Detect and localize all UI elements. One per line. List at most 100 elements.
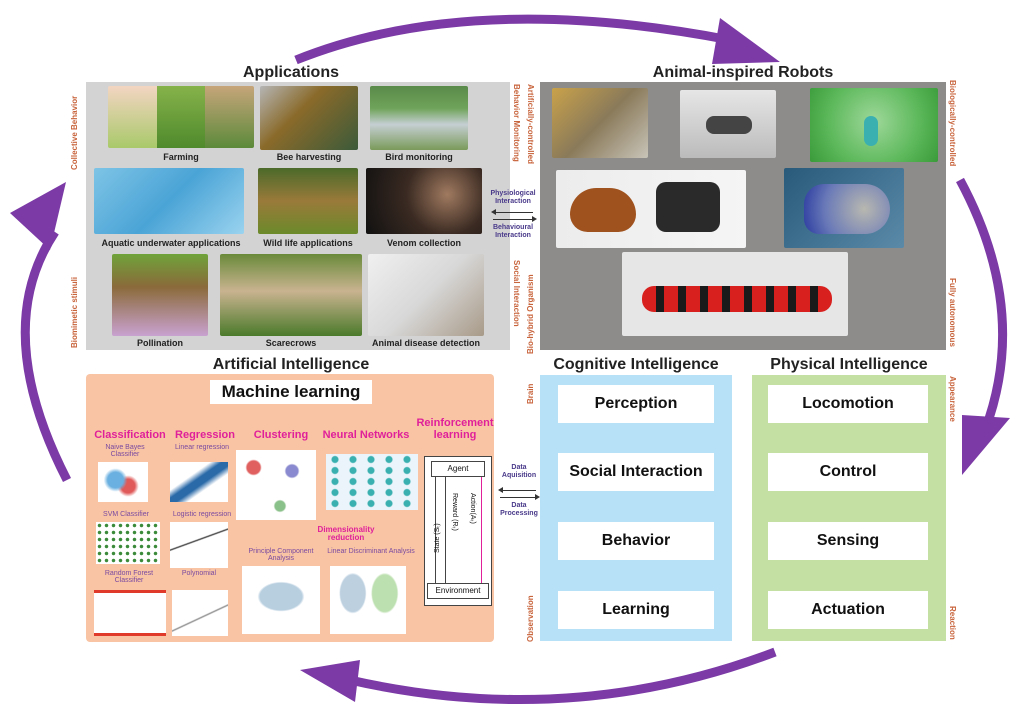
left-arrow-icon xyxy=(493,212,533,213)
polynomial-label: Polynomial xyxy=(181,570,217,577)
label-biomimetic-stimuli: Biomimetic stimuli xyxy=(70,276,79,348)
caption-bee-harvesting: Bee harvesting xyxy=(276,152,342,162)
random-forest-plot xyxy=(94,590,166,636)
arrow-bottom xyxy=(349,647,777,705)
right-arrowhead-icon xyxy=(532,216,537,222)
label-observation: Observation xyxy=(526,595,535,642)
regression-heading: Regression xyxy=(175,429,235,441)
neural-network-plot xyxy=(326,454,418,510)
logistic-plot xyxy=(170,522,228,568)
cognitive-item: Behavior xyxy=(558,522,714,560)
data-right-arrow-icon xyxy=(500,497,536,498)
polynomial-plot xyxy=(172,590,228,636)
applications-panel: Farming Bee harvesting Bird monitoring A… xyxy=(86,82,510,350)
pca-label: Principle Component Analysis xyxy=(248,548,314,563)
bird-monitoring-image xyxy=(370,86,468,150)
arrow-left xyxy=(20,229,72,483)
label-reaction: Reaction xyxy=(948,606,957,640)
linear-regression-plot xyxy=(170,462,228,502)
svm-plot xyxy=(96,522,160,564)
arrow-top-head xyxy=(712,18,780,64)
data-left-arrowhead-icon xyxy=(498,487,503,493)
robots-panel xyxy=(540,82,946,350)
arrow-bottom-head xyxy=(300,660,360,702)
data-right-arrowhead-icon xyxy=(535,494,540,500)
arrow-right xyxy=(956,177,1008,432)
physical-item: Locomotion xyxy=(768,385,928,423)
robot-fish-image xyxy=(784,168,904,248)
cognitive-item: Social Interaction xyxy=(558,453,714,491)
machine-learning-title: Machine learning xyxy=(210,380,372,404)
physiological-interaction-label: Physiological Interaction xyxy=(490,190,536,206)
wildlife-image xyxy=(258,168,358,234)
caption-venom: Venom collection xyxy=(386,238,462,248)
rl-action-label: Action(Aₜ) xyxy=(469,493,476,524)
clustering-heading: Clustering xyxy=(253,429,309,441)
rl-reward-label: Reward (Rₜ) xyxy=(451,493,458,531)
arrow-top xyxy=(294,14,731,65)
physical-title: Physical Intelligence xyxy=(770,356,928,373)
bee-harvesting-image xyxy=(260,86,358,150)
reinforcement-heading: Reinforcement learning xyxy=(416,417,494,441)
robot-insect-image xyxy=(680,90,776,158)
cognitive-title: Cognitive Intelligence xyxy=(553,356,719,373)
physical-item: Sensing xyxy=(768,522,928,560)
physical-panel: Locomotion Control Sensing Actuation xyxy=(752,375,946,641)
applications-title: Applications xyxy=(242,64,339,81)
cognitive-item: Learning xyxy=(558,591,714,629)
label-artificially-controlled: Artificially-controlled xyxy=(526,84,535,165)
linear-regression-label: Linear regression xyxy=(174,444,230,451)
caption-pollination: Pollination xyxy=(137,338,183,348)
farming-image xyxy=(108,86,254,148)
aquatic-image xyxy=(94,168,244,234)
cognitive-panel: Perception Social Interaction Behavior L… xyxy=(540,375,732,641)
ai-title: Artificial Intelligence xyxy=(212,356,370,373)
arrow-right-head xyxy=(962,415,1010,475)
neural-networks-heading: Neural Networks xyxy=(322,429,410,441)
label-behavior-monitoring: Behavior Monitoring xyxy=(512,84,521,162)
label-collective-behavior: Collective Behavior xyxy=(70,95,79,170)
robot-cockroach-image xyxy=(556,170,746,248)
caption-aquatic: Aquatic underwater applications xyxy=(101,238,241,248)
label-social-interaction: Social Interaction xyxy=(512,260,521,327)
animal-disease-image xyxy=(368,254,484,336)
arrow-left-head xyxy=(10,182,66,250)
cognitive-item: Perception xyxy=(558,385,714,423)
caption-wildlife: Wild life applications xyxy=(263,238,353,248)
dimensionality-heading: Dimensionality reduction xyxy=(317,525,375,543)
rl-action-line xyxy=(481,477,482,583)
rl-agent-box: Agent xyxy=(431,461,485,477)
pollination-image xyxy=(112,254,208,336)
caption-scarecrows: Scarecrows xyxy=(265,338,317,348)
label-bio-hybrid-organism: Bio-hybrid Organism xyxy=(526,274,535,354)
pca-plot xyxy=(242,566,320,634)
label-biologically-controlled: Biologically-controlled xyxy=(948,80,957,167)
svm-label: SVM Classifier xyxy=(103,511,149,518)
data-left-arrow-icon xyxy=(500,490,536,491)
right-arrow-icon xyxy=(493,219,533,220)
ai-panel: Machine learning Classification Regressi… xyxy=(86,374,494,642)
scarecrow-image xyxy=(220,254,362,336)
label-brain: Brain xyxy=(526,383,535,404)
robot-snake-image xyxy=(622,252,848,336)
data-acquisition-label: Data Aquisition xyxy=(501,464,537,480)
robot-hummingbird-image xyxy=(810,88,938,162)
venom-collection-image xyxy=(366,168,482,234)
robot-dog-image xyxy=(552,88,648,158)
naive-bayes-plot xyxy=(98,462,148,502)
label-fully-autonomous: Fully autonomous xyxy=(948,278,957,347)
rl-reward-line xyxy=(445,477,446,583)
classification-heading: Classification xyxy=(94,429,166,441)
physical-item: Control xyxy=(768,453,928,491)
lda-label: Linear Discriminant Analysis xyxy=(327,548,415,555)
rl-state-line xyxy=(435,477,436,583)
logistic-label: Logistic regression xyxy=(172,511,232,518)
behavioural-interaction-label: Behavioural Interaction xyxy=(492,224,534,240)
caption-bird-monitoring: Bird monitoring xyxy=(385,152,453,162)
left-arrowhead-icon xyxy=(491,209,496,215)
caption-farming: Farming xyxy=(163,152,199,162)
rl-diagram: Agent Environment State (Sₜ) Reward (Rₜ)… xyxy=(424,456,492,606)
robots-title: Animal-inspired Robots xyxy=(652,64,834,81)
rl-state-label: State (Sₜ) xyxy=(434,523,441,553)
